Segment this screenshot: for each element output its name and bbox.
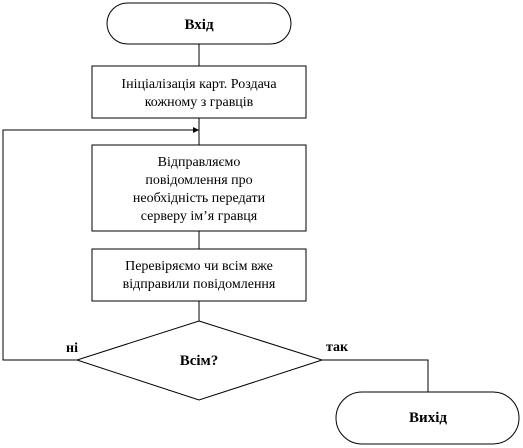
- end-terminator: [335, 391, 520, 445]
- start-label: Вхід: [184, 17, 213, 33]
- process-box-send-message: [91, 144, 307, 232]
- process-box-check-all: [91, 248, 307, 302]
- process-box-init-cards: [91, 65, 307, 119]
- decision-label: Всім?: [180, 353, 219, 369]
- step2-line-4: серверу ім’я гравця: [141, 209, 258, 224]
- step1-line-1: Ініціалізація карт. Роздача: [121, 77, 277, 92]
- decision-diamond: [75, 320, 324, 401]
- step1-line-2: кожному з гравців: [145, 95, 254, 110]
- step2-line-2: повідомлення про: [145, 173, 252, 188]
- exit-connector: [322, 359, 429, 394]
- step2-line-1: Відправляємо: [158, 155, 241, 170]
- step3-line-2: відправили повідомлення: [123, 277, 276, 292]
- branch-no-label: ні: [66, 341, 78, 356]
- loop-back-connector: [2, 127, 199, 361]
- step3-line-1: Перевіряємо чи всім вже: [125, 259, 273, 274]
- end-label: Вихід: [409, 410, 447, 426]
- step2-line-3: необхідність передати: [133, 191, 266, 206]
- branch-yes-label: так: [326, 340, 349, 355]
